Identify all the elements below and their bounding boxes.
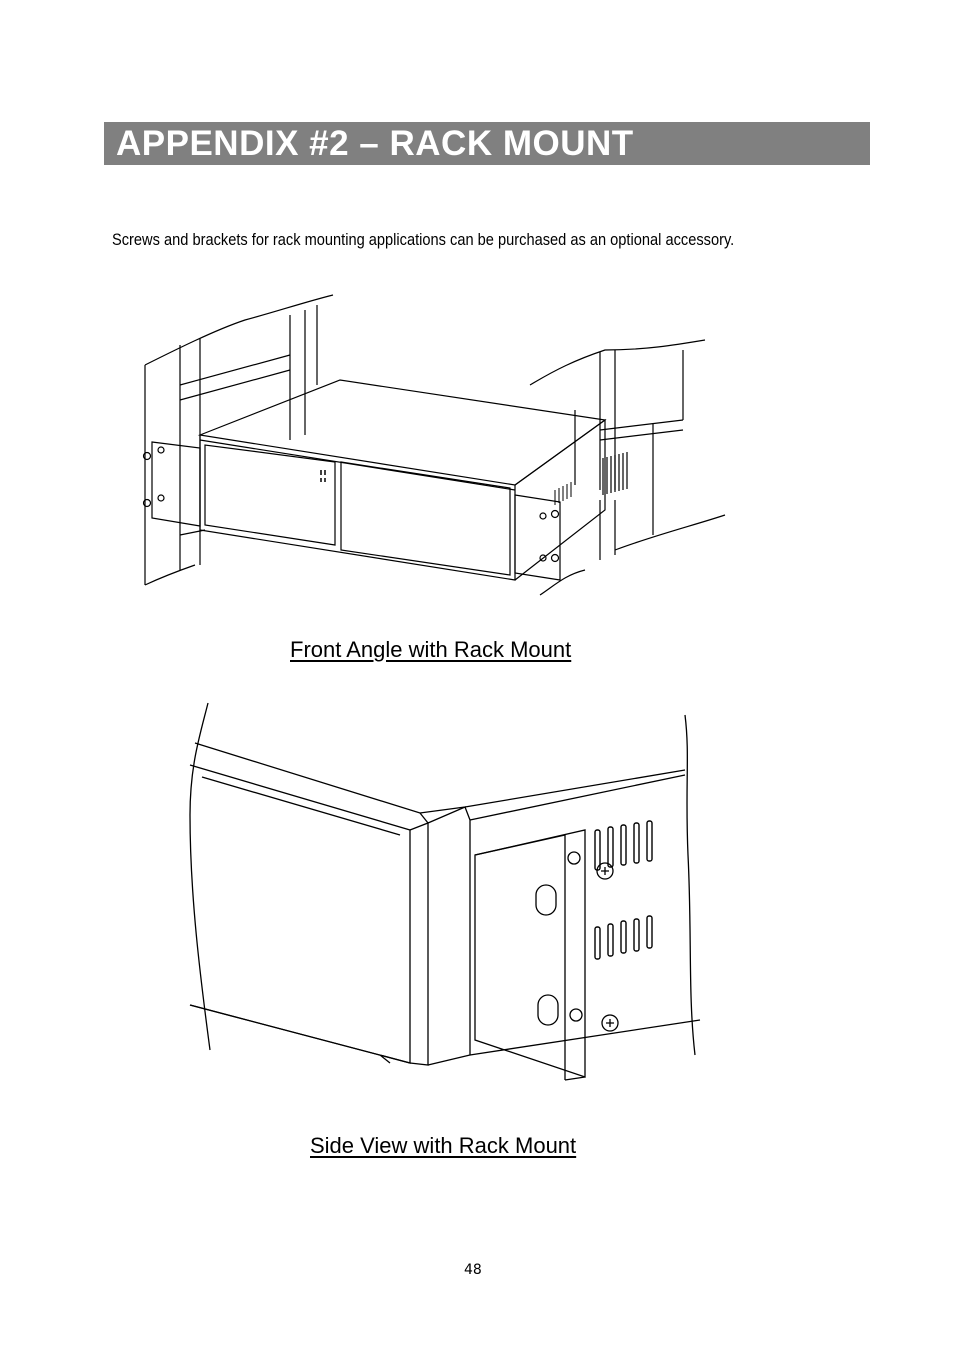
figure-2-caption: Side View with Rack Mount (310, 1133, 577, 1158)
page-number: 48 (464, 1262, 482, 1278)
side-view-illustration (180, 695, 710, 1095)
section-heading-bar: APPENDIX #2 – RACK MOUNT (104, 122, 870, 165)
section-heading: APPENDIX #2 – RACK MOUNT (116, 124, 634, 163)
figure-1-caption: Front Angle with Rack Mount (290, 637, 572, 662)
intro-paragraph: Screws and brackets for rack mounting ap… (112, 230, 735, 249)
front-angle-illustration (135, 290, 735, 610)
